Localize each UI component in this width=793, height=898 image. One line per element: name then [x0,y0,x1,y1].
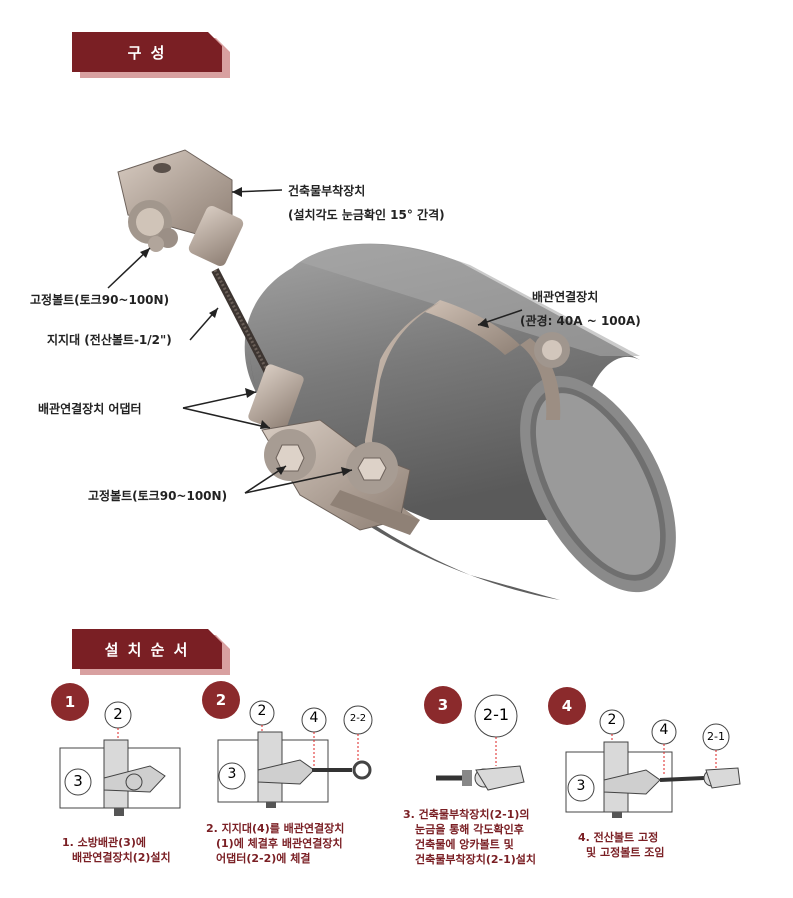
step1-diagram [59,701,181,816]
pipe-adapter [248,364,420,535]
step1-label-3: 3 [73,772,83,790]
step3-caption: 3. 건축물부착장치(2-1)의 눈금을 통해 각도확인후 건축물에 앙카볼트 … [403,808,537,866]
step-4-badge: 4 [548,687,586,725]
pipe-band [365,300,561,528]
step1-caption: 1. 소방배관(3)에 배관연결장치(2)설치 [62,836,171,864]
install-order-tab: 설 치 순 서 [72,629,222,669]
composition-title: 구 성 [72,32,222,72]
step3-diagram [436,694,525,791]
composition-tab: 구 성 [72,32,222,72]
building-mount [117,149,244,267]
label-fix-bolt-bottom: 고정볼트(토크90~100N) [88,489,228,503]
step2-label-2-2: 2-2 [349,713,367,724]
step-3-badge: 3 [424,686,462,724]
step2-diagram [217,700,373,808]
label-pipe-adapter: 배관연결장치 어댑터 [38,402,142,416]
support-rod [211,268,276,382]
label-building-mount: 건축물부착장치 [288,184,366,198]
label-support-rod: 지지대 (전산볼트-1/2") [47,333,172,347]
label-pipe-connector-size: (관경: 40A ~ 100A) [520,314,641,328]
label-building-mount-note: (설치각도 눈금확인 15° 간격) [288,208,445,222]
step1-label-2: 2 [113,705,123,723]
step-1-badge: 1 [51,683,89,721]
step-2-badge: 2 [202,681,240,719]
step4-label-3: 3 [576,778,586,794]
band-bolt-right [534,332,570,368]
step4-caption: 4. 전산볼트 고정 및 고정볼트 조임 [578,831,665,859]
step4-diagram [565,709,741,818]
step3-label-2-1: 2-1 [482,705,510,724]
label-pipe-connector: 배관연결장치 [532,290,599,304]
step4-label-4: 4 [659,722,669,738]
step2-label-3: 3 [227,766,237,782]
step2-label-2: 2 [257,703,267,719]
install-order-title: 설 치 순 서 [72,629,222,669]
label-fix-bolt-top: 고정볼트(토크90~100N) [30,293,170,307]
step2-label-4: 4 [309,710,319,726]
step4-label-2-1: 2-1 [707,730,725,743]
step4-label-2: 2 [607,712,617,728]
leader-lines [107,187,523,494]
step2-caption: 2. 지지대(4)를 배관연결장치 (1)에 체결후 배관연결장치 어댑터(2-… [206,822,345,865]
